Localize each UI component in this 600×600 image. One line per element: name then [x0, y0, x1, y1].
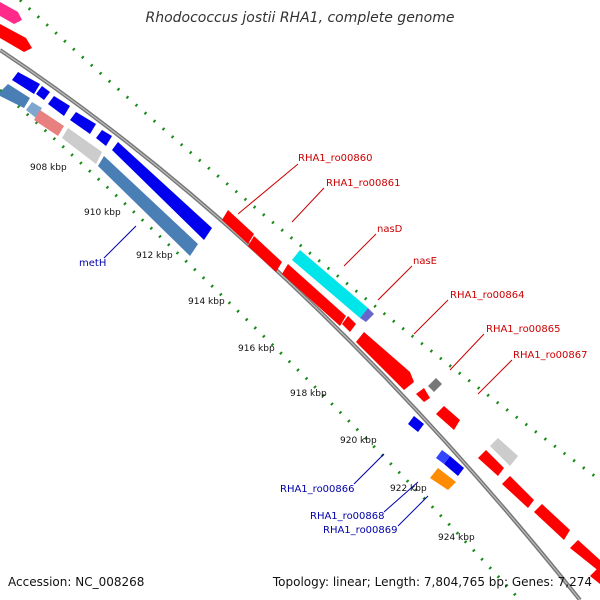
accession-text: Accession: NC_008268: [8, 575, 144, 589]
gene-gray-2[interactable]: [490, 438, 518, 466]
tick-label-918: 918 kbp: [290, 389, 327, 399]
label-ro00865[interactable]: RHA1_ro00865: [486, 324, 561, 335]
gene-forward-7[interactable]: [478, 450, 504, 476]
gene-nasE[interactable]: [282, 264, 346, 326]
gene-forward-9[interactable]: [534, 504, 570, 540]
label-ro00864[interactable]: RHA1_ro00864: [450, 290, 525, 301]
label-metH[interactable]: metH: [79, 258, 106, 269]
tick-label-914: 914 kbp: [188, 297, 225, 307]
leader-ro00869: [397, 495, 429, 527]
gene-ro00864[interactable]: [356, 332, 414, 390]
gene-blue-pair[interactable]: [436, 450, 450, 464]
tick-label-910: 910 kbp: [84, 208, 121, 218]
gene-nasD-tip[interactable]: [360, 308, 374, 322]
label-ro00861[interactable]: RHA1_ro00861: [326, 178, 401, 189]
leader-ro00866: [353, 453, 385, 485]
gene-forward-top-left[interactable]: [0, 24, 32, 52]
gene-ro00866[interactable]: [408, 416, 424, 432]
label-ro00868[interactable]: RHA1_ro00868: [310, 511, 385, 522]
gene-reverse-5[interactable]: [96, 130, 112, 146]
gene-ro00860[interactable]: [222, 210, 254, 244]
gene-ro00869[interactable]: [430, 468, 456, 490]
leader-metH: [103, 225, 137, 259]
label-nasE[interactable]: nasE: [413, 256, 437, 267]
gene-ro00867[interactable]: [436, 406, 460, 430]
forward-gene-cluster: [222, 210, 600, 584]
gene-forward-10[interactable]: [570, 540, 600, 572]
leader-ro00865: [449, 333, 485, 371]
gene-magenta[interactable]: [0, 2, 22, 24]
label-ro00860[interactable]: RHA1_ro00860: [298, 153, 373, 164]
gene-steelblue-meth[interactable]: [98, 156, 198, 256]
gene-gray-small[interactable]: [428, 378, 442, 392]
gene-ro00865[interactable]: [416, 388, 430, 402]
gene-ro00861[interactable]: [248, 236, 282, 272]
gene-nasD[interactable]: [292, 250, 368, 318]
leader-lines: [103, 163, 513, 527]
gene-nasE-tip[interactable]: [342, 316, 356, 332]
gene-gray-1[interactable]: [62, 128, 102, 164]
gene-pink[interactable]: [34, 110, 64, 136]
tick-label-912: 912 kbp: [136, 251, 173, 261]
leader-ro00867: [477, 359, 513, 395]
label-ro00869[interactable]: RHA1_ro00869: [323, 525, 398, 536]
label-nasD[interactable]: nasD: [377, 224, 403, 235]
tick-label-922: 922 kbp: [390, 484, 427, 494]
tick-label-908: 908 kbp: [30, 163, 67, 173]
gene-ro00868[interactable]: [444, 456, 464, 476]
gene-reverse-1[interactable]: [12, 72, 40, 94]
label-ro00867[interactable]: RHA1_ro00867: [513, 350, 588, 361]
leader-ro00868: [383, 481, 419, 513]
leader-nasD: [343, 233, 377, 267]
map-title: Rhodococcus jostii RHA1, complete genome: [145, 10, 454, 26]
leader-ro00861: [291, 187, 325, 223]
gene-reverse-2[interactable]: [36, 86, 50, 100]
topology-text: Topology: linear; Length: 7,804,765 bp; …: [272, 575, 592, 589]
tick-label-920: 920 kbp: [340, 436, 377, 446]
gene-reverse-large[interactable]: [112, 142, 212, 240]
gene-reverse-3[interactable]: [48, 96, 70, 116]
gene-reverse-4[interactable]: [70, 112, 96, 134]
genome-backbone-highlight: [0, 49, 581, 600]
outer-dotted-track: [18, 0, 600, 482]
leader-ro00864: [413, 299, 449, 335]
leader-nasE: [377, 265, 413, 301]
inner-dotted-track: [0, 88, 522, 600]
reverse-gene-cluster: [0, 72, 212, 256]
label-ro00866[interactable]: RHA1_ro00866: [280, 484, 355, 495]
tick-label-916: 916 kbp: [238, 344, 275, 354]
leader-ro00860: [237, 163, 299, 215]
gene-steelblue-1[interactable]: [0, 84, 30, 108]
gene-forward-11[interactable]: [590, 568, 600, 584]
gene-forward-8[interactable]: [502, 476, 534, 508]
tick-label-924: 924 kbp: [438, 533, 475, 543]
